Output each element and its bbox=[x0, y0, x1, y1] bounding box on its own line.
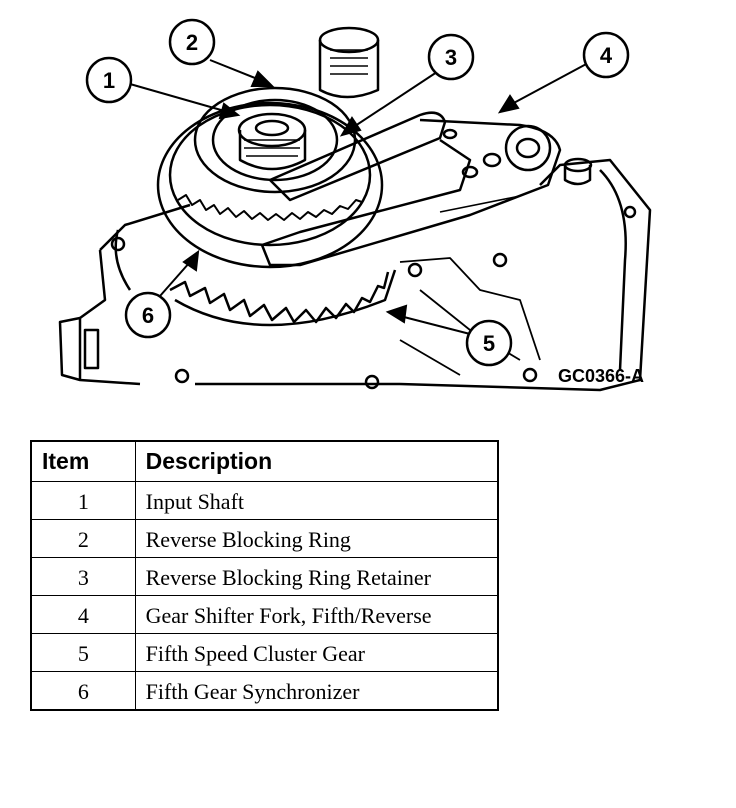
blocking-ring bbox=[193, 86, 357, 194]
fork-hole-c bbox=[442, 128, 458, 140]
table-row: 2 Reverse Blocking Ring bbox=[30, 518, 499, 558]
synchronizer-inner bbox=[168, 103, 372, 247]
blocking-ring-inner bbox=[211, 98, 339, 182]
leader-6 bbox=[159, 261, 191, 297]
leader-4 bbox=[509, 61, 591, 106]
legend-table: Item Description 1 Input Shaft 2 Reverse… bbox=[30, 440, 499, 711]
table-row: 3 Reverse Blocking Ring Retainer bbox=[30, 556, 499, 596]
bolt-7 bbox=[407, 262, 423, 278]
leader-2 bbox=[209, 59, 261, 81]
table-row: 5 Fifth Speed Cluster Gear bbox=[30, 632, 499, 672]
callout-label-2: 2 bbox=[186, 30, 198, 55]
case-internal bbox=[399, 257, 541, 376]
bolt-5 bbox=[623, 205, 637, 219]
bolt-1 bbox=[174, 368, 190, 384]
callout-label-6: 6 bbox=[142, 303, 154, 328]
header-description: Description bbox=[134, 440, 499, 482]
callout-label-1: 1 bbox=[103, 68, 115, 93]
bolt-3 bbox=[492, 252, 508, 268]
arrowhead-6 bbox=[182, 249, 200, 272]
legend-header-row: Item Description bbox=[30, 440, 499, 482]
callout-circle-4 bbox=[582, 31, 630, 79]
row-description: Reverse Blocking Ring Retainer bbox=[134, 556, 499, 596]
input-shaft-end bbox=[237, 112, 307, 148]
rail-post-top bbox=[563, 157, 593, 173]
top-boss bbox=[318, 40, 380, 99]
table-row: 1 Input Shaft bbox=[30, 480, 499, 520]
figure-code: GC0366-A bbox=[558, 366, 645, 386]
arrowhead-5 bbox=[385, 304, 408, 324]
cluster-gear-body bbox=[174, 269, 397, 327]
row-description: Reverse Blocking Ring bbox=[134, 518, 499, 558]
row-description: Fifth Speed Cluster Gear bbox=[134, 632, 499, 672]
synchronizer-outer bbox=[156, 101, 384, 269]
row-item-number: 2 bbox=[30, 518, 136, 558]
callout-circle-1 bbox=[85, 56, 133, 104]
fork-hole-b bbox=[482, 152, 502, 168]
leader-5 bbox=[399, 315, 471, 335]
header-item: Item bbox=[30, 440, 136, 482]
table-row: 6 Fifth Gear Synchronizer bbox=[30, 670, 499, 710]
row-description: Fifth Gear Synchronizer bbox=[134, 670, 499, 710]
callout-circle-6 bbox=[124, 291, 172, 339]
arrowhead-3 bbox=[339, 116, 362, 137]
bolt-6 bbox=[110, 236, 126, 252]
input-shaft-bore bbox=[254, 119, 290, 137]
bolt-2 bbox=[364, 374, 380, 390]
case-edge-left bbox=[58, 316, 100, 382]
leader-3 bbox=[351, 69, 441, 129]
callout-label-4: 4 bbox=[600, 43, 613, 68]
top-boss-thread bbox=[330, 49, 368, 75]
transmission-illustration: 1 2 3 4 5 6 bbox=[58, 18, 652, 392]
top-boss-cap bbox=[318, 26, 380, 54]
fork-pivot-hole bbox=[515, 137, 541, 159]
row-item-number: 5 bbox=[30, 632, 136, 672]
bolt-4 bbox=[522, 367, 538, 383]
row-description: Gear Shifter Fork, Fifth/Reverse bbox=[134, 594, 499, 634]
cluster-gear bbox=[169, 271, 390, 324]
callout-label-3: 3 bbox=[445, 45, 457, 70]
fork-pivot-boss bbox=[504, 124, 552, 172]
callout-circle-5 bbox=[465, 319, 513, 367]
row-item-number: 1 bbox=[30, 480, 136, 520]
arrowhead-2 bbox=[250, 70, 275, 87]
fork-slot bbox=[439, 195, 521, 213]
case-flange bbox=[114, 169, 627, 371]
rail-post bbox=[563, 165, 592, 186]
row-item-number: 3 bbox=[30, 556, 136, 596]
callout-label-5: 5 bbox=[483, 331, 495, 356]
callout-circle-3 bbox=[427, 33, 475, 81]
input-shaft bbox=[238, 130, 307, 171]
table-row: 4 Gear Shifter Fork, Fifth/Reverse bbox=[30, 594, 499, 634]
synchronizer-teeth bbox=[177, 194, 363, 221]
arrowhead-1 bbox=[218, 102, 241, 120]
arrowhead-4 bbox=[497, 94, 520, 114]
leader-1 bbox=[129, 83, 229, 113]
shifter-fork-arm bbox=[268, 111, 447, 202]
fork-hole-a bbox=[461, 165, 479, 179]
row-description: Input Shaft bbox=[134, 480, 499, 520]
row-item-number: 4 bbox=[30, 594, 136, 634]
row-item-number: 6 bbox=[30, 670, 136, 710]
input-shaft-splines bbox=[244, 139, 300, 157]
callout-circle-2 bbox=[168, 18, 216, 66]
